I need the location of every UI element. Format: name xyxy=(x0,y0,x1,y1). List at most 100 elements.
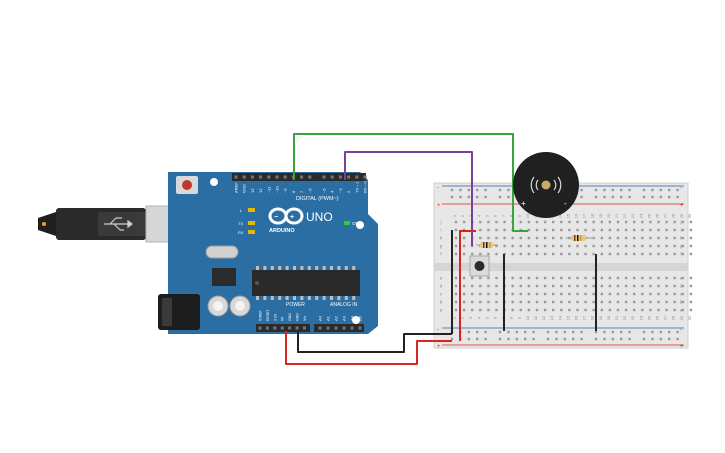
breadboard-hole[interactable] xyxy=(584,300,587,304)
header-pin-hole[interactable] xyxy=(355,175,359,179)
breadboard-hole[interactable] xyxy=(479,276,482,280)
rail-hole[interactable] xyxy=(476,337,479,341)
breadboard-hole[interactable] xyxy=(511,284,514,288)
breadboard-hole[interactable] xyxy=(479,284,482,288)
breadboard-hole[interactable] xyxy=(633,244,636,248)
header-pin-hole[interactable] xyxy=(308,175,312,179)
header-pin-hole[interactable] xyxy=(273,326,277,330)
rail-hole[interactable] xyxy=(603,195,606,199)
breadboard-hole[interactable] xyxy=(592,284,595,288)
header-pin-hole[interactable] xyxy=(258,326,262,330)
header-pin-hole[interactable] xyxy=(242,175,246,179)
breadboard-hole[interactable] xyxy=(479,236,482,240)
breadboard-hole[interactable] xyxy=(462,236,466,240)
breadboard-hole[interactable] xyxy=(681,300,684,304)
breadboard-hole[interactable] xyxy=(519,308,522,312)
breadboard-hole[interactable] xyxy=(608,284,612,288)
breadboard-hole[interactable] xyxy=(633,284,636,288)
rail-hole[interactable] xyxy=(676,188,679,192)
usb-cable[interactable] xyxy=(38,205,173,243)
rail-hole[interactable] xyxy=(651,337,654,341)
header-pin-hole[interactable] xyxy=(322,175,326,179)
breadboard-hole[interactable] xyxy=(519,284,522,288)
rail-hole[interactable] xyxy=(668,330,671,334)
header-pin-hole[interactable] xyxy=(300,175,304,179)
header-pin-hole[interactable] xyxy=(275,175,279,179)
rail-hole[interactable] xyxy=(594,188,598,192)
breadboard-hole[interactable] xyxy=(471,300,474,304)
rail-hole[interactable] xyxy=(467,337,470,341)
breadboard-hole[interactable] xyxy=(552,276,555,280)
breadboard-hole[interactable] xyxy=(657,228,660,232)
breadboard-hole[interactable] xyxy=(600,292,603,296)
breadboard-hole[interactable] xyxy=(471,308,474,312)
rail-hole[interactable] xyxy=(642,195,646,199)
header-pin-hole[interactable] xyxy=(334,326,338,330)
breadboard-hole[interactable] xyxy=(584,292,587,296)
rail-hole[interactable] xyxy=(668,188,671,192)
rail-hole[interactable] xyxy=(594,330,598,334)
breadboard-hole[interactable] xyxy=(584,308,587,312)
breadboard-hole[interactable] xyxy=(649,276,652,280)
breadboard-hole[interactable] xyxy=(633,308,636,312)
rail-hole[interactable] xyxy=(668,337,671,341)
header-pin-hole[interactable] xyxy=(318,326,322,330)
breadboard-hole[interactable] xyxy=(616,220,620,224)
breadboard-hole[interactable] xyxy=(552,236,555,240)
breadboard-hole[interactable] xyxy=(592,292,595,296)
breadboard-hole[interactable] xyxy=(511,236,514,240)
header-pin-hole[interactable] xyxy=(295,326,299,330)
breadboard-hole[interactable] xyxy=(616,308,620,312)
breadboard-hole[interactable] xyxy=(600,300,603,304)
rail-hole[interactable] xyxy=(603,188,606,192)
breadboard-hole[interactable] xyxy=(673,292,676,296)
rail-hole[interactable] xyxy=(580,337,583,341)
header-pin-hole[interactable] xyxy=(302,326,306,330)
rail-hole[interactable] xyxy=(603,330,606,334)
breadboard-hole[interactable] xyxy=(568,252,571,256)
breadboard-hole[interactable] xyxy=(673,228,676,232)
breadboard-hole[interactable] xyxy=(641,276,644,280)
breadboard-hole[interactable] xyxy=(479,220,482,224)
breadboard-hole[interactable] xyxy=(592,244,595,248)
rail-hole[interactable] xyxy=(532,337,535,341)
breadboard-hole[interactable] xyxy=(649,308,652,312)
breadboard-hole[interactable] xyxy=(479,228,482,232)
breadboard-hole[interactable] xyxy=(479,292,482,296)
breadboard-hole[interactable] xyxy=(511,300,514,304)
breadboard-hole[interactable] xyxy=(552,308,555,312)
header-pin-hole[interactable] xyxy=(283,175,287,179)
breadboard-hole[interactable] xyxy=(535,292,539,296)
breadboard-hole[interactable] xyxy=(592,276,595,280)
header-pin-hole[interactable] xyxy=(259,175,263,179)
breadboard-hole[interactable] xyxy=(657,244,660,248)
breadboard-hole[interactable] xyxy=(552,284,555,288)
push-button[interactable] xyxy=(469,255,490,277)
rail-hole[interactable] xyxy=(476,188,479,192)
rail-hole[interactable] xyxy=(620,337,623,341)
breadboard-hole[interactable] xyxy=(495,276,498,280)
rail-hole[interactable] xyxy=(580,195,583,199)
breadboard-hole[interactable] xyxy=(462,292,466,296)
breadboard-hole[interactable] xyxy=(641,244,644,248)
breadboard-hole[interactable] xyxy=(560,284,563,288)
breadboard-hole[interactable] xyxy=(471,252,474,256)
breadboard-hole[interactable] xyxy=(624,228,628,232)
breadboard-hole[interactable] xyxy=(568,276,571,280)
breadboard-hole[interactable] xyxy=(568,308,571,312)
header-pin-hole[interactable] xyxy=(338,175,342,179)
breadboard-hole[interactable] xyxy=(673,244,676,248)
breadboard-hole[interactable] xyxy=(665,300,668,304)
breadboard-hole[interactable] xyxy=(527,308,531,312)
breadboard-hole[interactable] xyxy=(527,228,531,232)
breadboard-hole[interactable] xyxy=(560,276,563,280)
breadboard-hole[interactable] xyxy=(665,252,668,256)
breadboard-hole[interactable] xyxy=(624,300,628,304)
rail-hole[interactable] xyxy=(450,195,454,199)
rail-hole[interactable] xyxy=(659,330,662,334)
breadboard-hole[interactable] xyxy=(665,220,668,224)
breadboard-hole[interactable] xyxy=(689,220,693,224)
breadboard-hole[interactable] xyxy=(519,244,522,248)
breadboard-hole[interactable] xyxy=(633,276,636,280)
